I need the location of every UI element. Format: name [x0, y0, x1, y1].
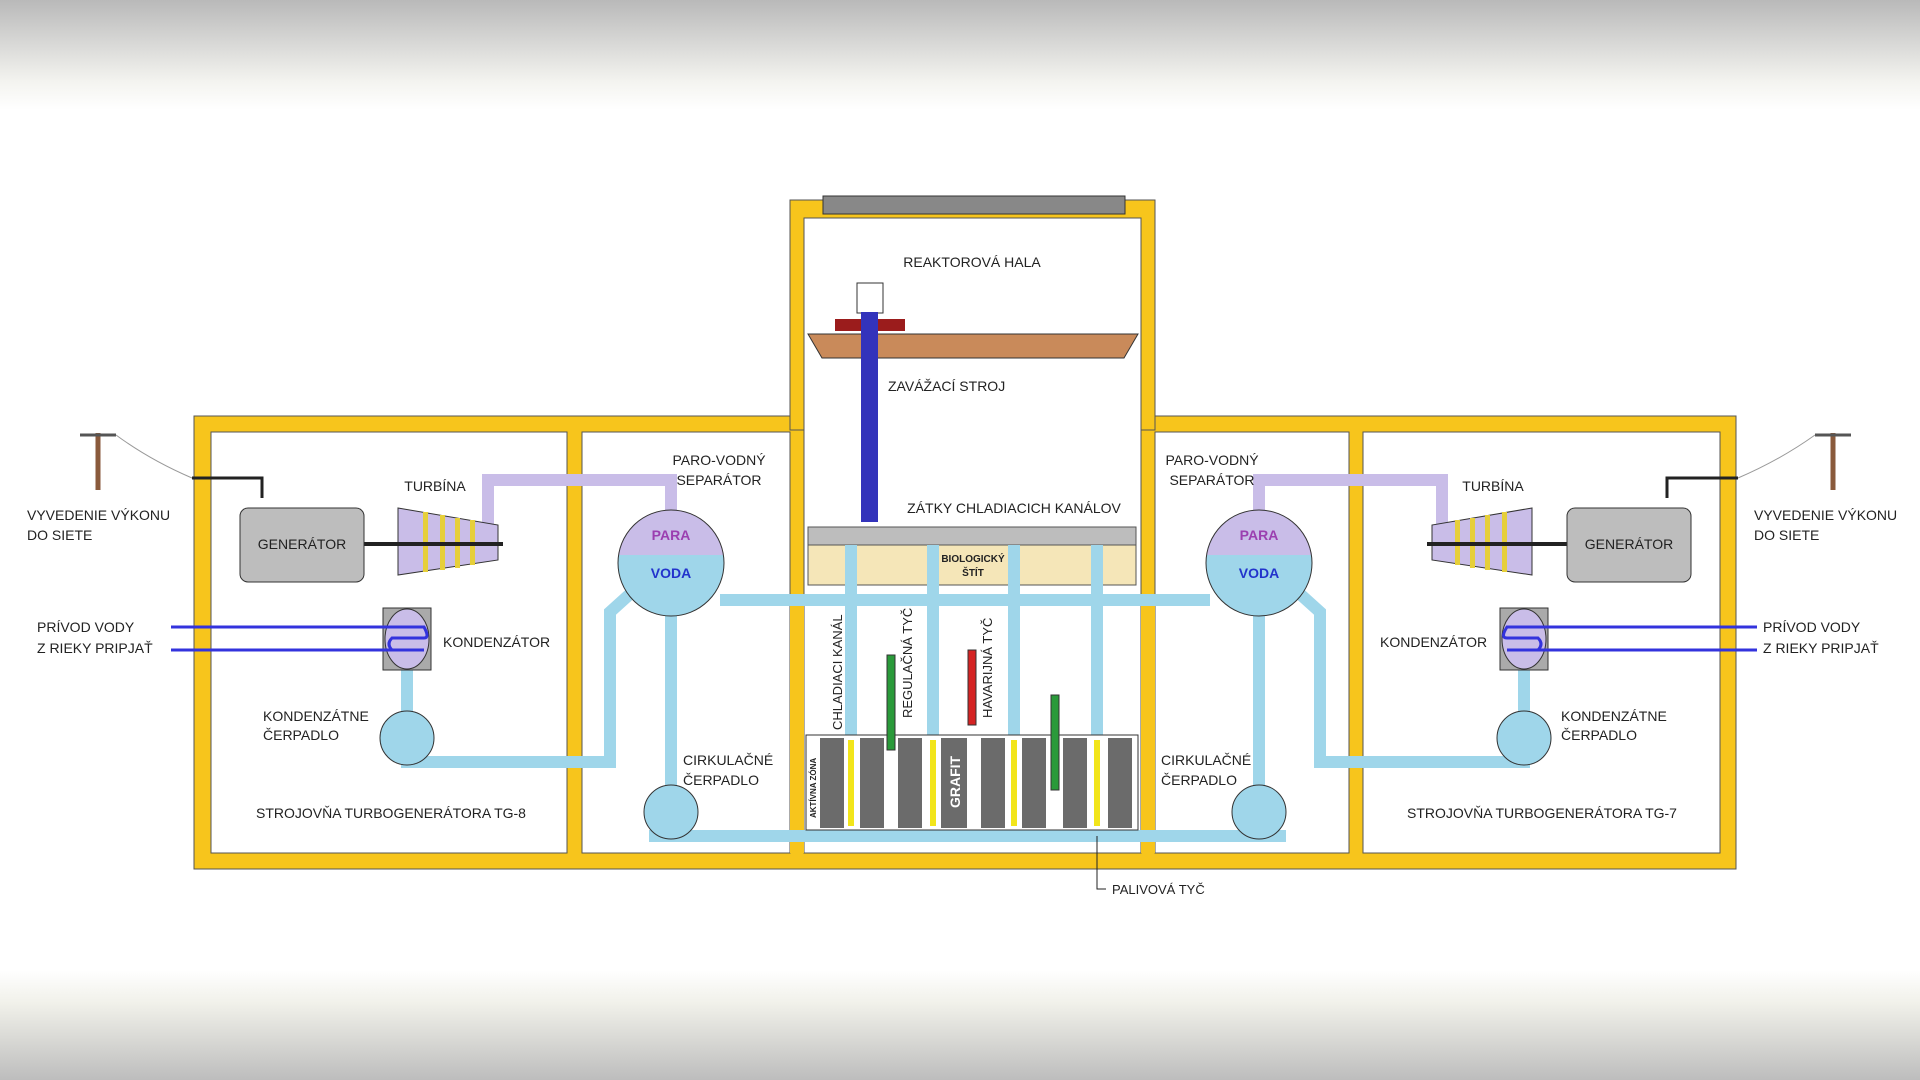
label-circ-pump-right-1: CIRKULAČNÉ — [1161, 752, 1251, 768]
separator-right — [1205, 509, 1313, 617]
condensate-pump-left — [379, 710, 435, 766]
label-cond-pump-right-2: ČERPADLO — [1561, 727, 1637, 743]
background-top-gradient — [0, 0, 1920, 110]
background-bottom-gradient — [0, 970, 1920, 1080]
condensate-pump-right — [1496, 710, 1552, 766]
river-water-lines — [171, 625, 1757, 652]
label-reactor-hall: REAKTOROVÁ HALA — [903, 254, 1041, 270]
control-rod — [886, 654, 896, 751]
label-water-in-right-1: PRÍVOD VODY — [1763, 619, 1861, 635]
emergency-rod — [967, 649, 977, 726]
control-rod — [1050, 694, 1060, 791]
channel-caps — [807, 526, 1137, 586]
label-graphite: GRAFIT — [947, 755, 963, 808]
fuel-rod — [1094, 740, 1100, 826]
loading-machine-rod — [861, 312, 878, 522]
fuel-rod — [1011, 740, 1017, 826]
label-power-out-right-2: DO SIETE — [1754, 527, 1819, 543]
label-hall-left: STROJOVŇA TURBOGENERÁTORA TG-8 — [256, 805, 526, 821]
circulating-pump-left — [643, 784, 699, 840]
label-channel-caps: ZÁTKY CHLADIACICH KANÁLOV — [907, 500, 1121, 516]
generator-right — [1566, 507, 1692, 583]
label-bio-shield-2: ŠTÍT — [962, 566, 984, 579]
label-turbine-right: TURBÍNA — [1462, 478, 1524, 494]
label-bio-shield-1: BIOLOGICKÝ — [941, 552, 1005, 565]
label-separator-left-1: PARO-VODNÝ — [672, 452, 766, 468]
power-line-right — [1665, 476, 1738, 498]
label-circ-pump-left-2: ČERPADLO — [683, 772, 759, 788]
circulating-pump-right — [1231, 784, 1287, 840]
label-separator-right-2: SEPARÁTOR — [1169, 472, 1254, 488]
label-power-out-right-1: VYVEDENIE VÝKONU — [1754, 507, 1897, 523]
label-control-rod: REGULAČNÁ TYČ — [900, 608, 915, 718]
loading-machine-body — [856, 282, 884, 314]
crane-bridge — [807, 333, 1139, 359]
fuel-rod — [930, 740, 936, 826]
label-active-zone: AKTÍVNA ZÓNA — [809, 758, 818, 818]
label-fuel-rod: PALIVOVÁ TYČ — [1112, 882, 1205, 897]
label-generator-left: GENERÁTOR — [258, 536, 346, 552]
label-cond-pump-right-1: KONDENZÁTNE — [1561, 708, 1667, 724]
label-separator-right-1: PARO-VODNÝ — [1165, 452, 1259, 468]
label-steam-right: PARA — [1240, 527, 1279, 543]
label-separator-left-2: SEPARÁTOR — [676, 472, 761, 488]
label-generator-right: GENERÁTOR — [1585, 536, 1673, 552]
label-loading-machine: ZAVÁŽACÍ STROJ — [888, 378, 1005, 394]
label-cond-pump-left-2: ČERPADLO — [263, 727, 339, 743]
label-emergency-rod: HAVARIJNÁ TYČ — [980, 618, 995, 718]
label-power-out-left-2: DO SIETE — [27, 527, 92, 543]
label-condenser-left: KONDENZÁTOR — [443, 634, 550, 650]
label-circ-pump-right-2: ČERPADLO — [1161, 772, 1237, 788]
label-circ-pump-left-1: CIRKULAČNÉ — [683, 752, 773, 768]
label-water-in-left-2: Z RIEKY PRIPJAŤ — [37, 640, 153, 656]
label-water-in-right-2: Z RIEKY PRIPJAŤ — [1763, 640, 1879, 656]
label-steam-left: PARA — [652, 527, 691, 543]
generator-left — [239, 507, 365, 583]
label-power-out-left-1: VYVEDENIE VÝKONU — [27, 507, 170, 523]
label-condenser-right: KONDENZÁTOR — [1380, 634, 1487, 650]
power-pole-right-icon — [1737, 433, 1851, 490]
label-turbine-left: TURBÍNA — [404, 478, 466, 494]
power-pole-left-icon — [80, 433, 193, 490]
label-water-left: VODA — [651, 565, 691, 581]
fuel-rod-leader — [1096, 836, 1106, 890]
label-water-right: VODA — [1239, 565, 1279, 581]
label-hall-right: STROJOVŇA TURBOGENERÁTORA TG-7 — [1407, 805, 1677, 821]
fuel-rod — [848, 740, 854, 826]
roof-plate — [822, 195, 1126, 215]
label-cooling-channel: CHLADIACI KANÁL — [830, 614, 845, 730]
active-zone — [805, 734, 1139, 831]
label-cond-pump-left-1: KONDENZÁTNE — [263, 708, 369, 724]
power-line-left — [192, 476, 264, 498]
steam-pipes — [482, 474, 1448, 525]
label-water-in-left-1: PRÍVOD VODY — [37, 619, 135, 635]
